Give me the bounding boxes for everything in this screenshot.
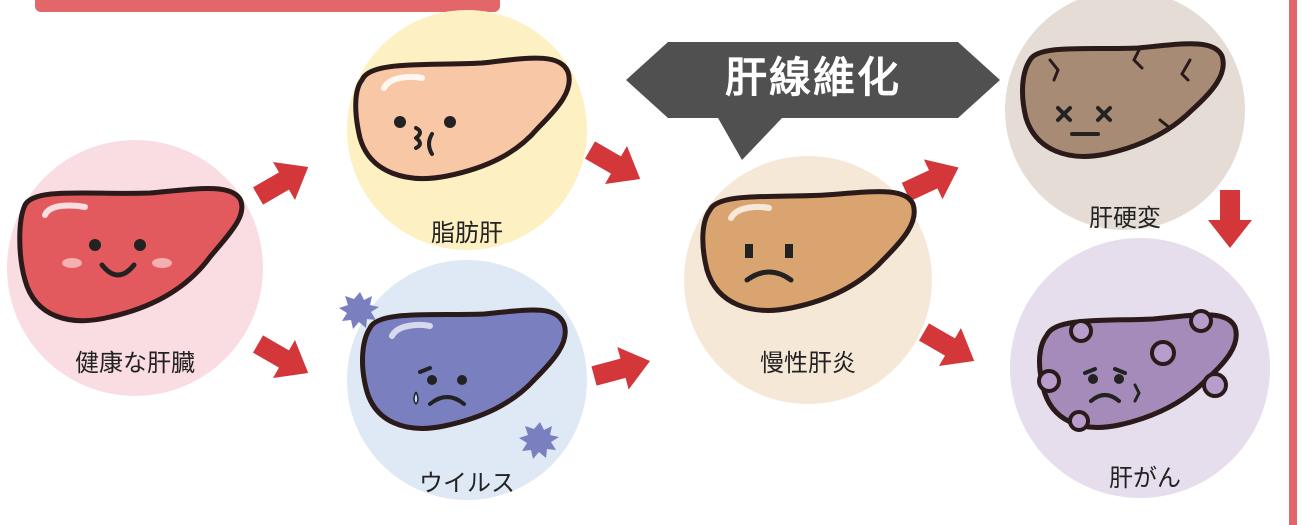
arrow-chronic-to-cancer xyxy=(919,323,975,367)
chronic-hepatitis-label: 慢性肝炎 xyxy=(760,349,856,377)
arrow-healthy-to-virus xyxy=(253,335,309,379)
top-accent-bar xyxy=(35,0,500,12)
arrow-cirrhosis-to-cancer xyxy=(1208,190,1252,248)
healthy-liver-icon xyxy=(17,186,245,324)
virus-liver-icon xyxy=(360,307,568,431)
arrow-fatty-to-chronic xyxy=(585,141,641,185)
cancer-liver-icon xyxy=(1037,309,1239,432)
fatty-liver-icon xyxy=(353,55,572,181)
fatty-liver-label: 脂肪肝 xyxy=(431,219,503,247)
chronic-liver-icon xyxy=(700,189,917,313)
healthy-liver-label: 健康な肝臓 xyxy=(75,349,195,377)
virus-particle-icon xyxy=(339,292,559,459)
fibrosis-callout xyxy=(626,42,1000,160)
fibrosis-label: 肝線維化 xyxy=(724,53,901,102)
arrow-healthy-to-fatty xyxy=(253,161,309,205)
arrow-chronic-to-cirrhosis xyxy=(901,159,959,202)
cirrhosis-label: 肝硬変 xyxy=(1089,204,1161,232)
cirrhosis-liver-icon xyxy=(1020,41,1226,159)
virus-label: ウイルス xyxy=(419,469,515,497)
right-accent-border xyxy=(1289,0,1297,525)
arrow-virus-to-chronic xyxy=(591,346,651,390)
liver-cancer-label: 肝がん xyxy=(1109,464,1181,492)
